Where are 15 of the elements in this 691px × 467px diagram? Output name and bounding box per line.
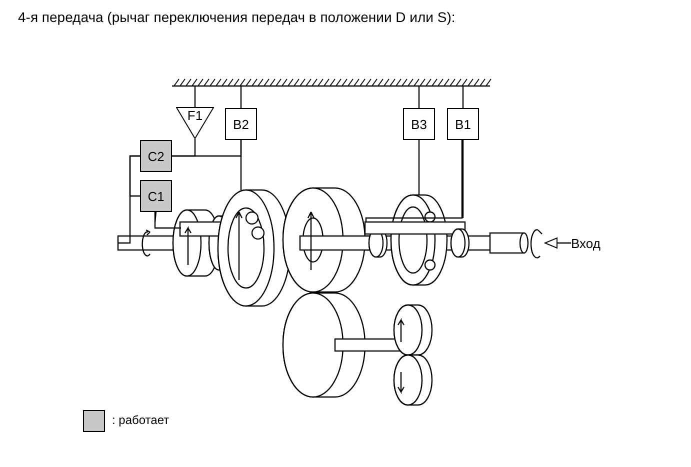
brake-box: B2 [225,108,257,140]
connector-line [240,140,242,190]
connector-line [154,212,157,222]
connector-line [118,155,140,244]
input-label: Вход [571,234,616,252]
connector-line [418,140,420,195]
arrow [544,238,571,248]
brake-box: B1 [447,108,479,140]
legend-text: : работает [112,413,170,427]
diagram-title: 4-я передача (рычаг переключения передач в положении D или S): [18,9,456,25]
clutch-box: C2 [140,140,172,172]
one-way-clutch-symbol: F1 [176,107,214,139]
clutch-box: C1 [140,180,172,212]
connector-line [462,140,464,218]
brake-box: B3 [403,108,435,140]
